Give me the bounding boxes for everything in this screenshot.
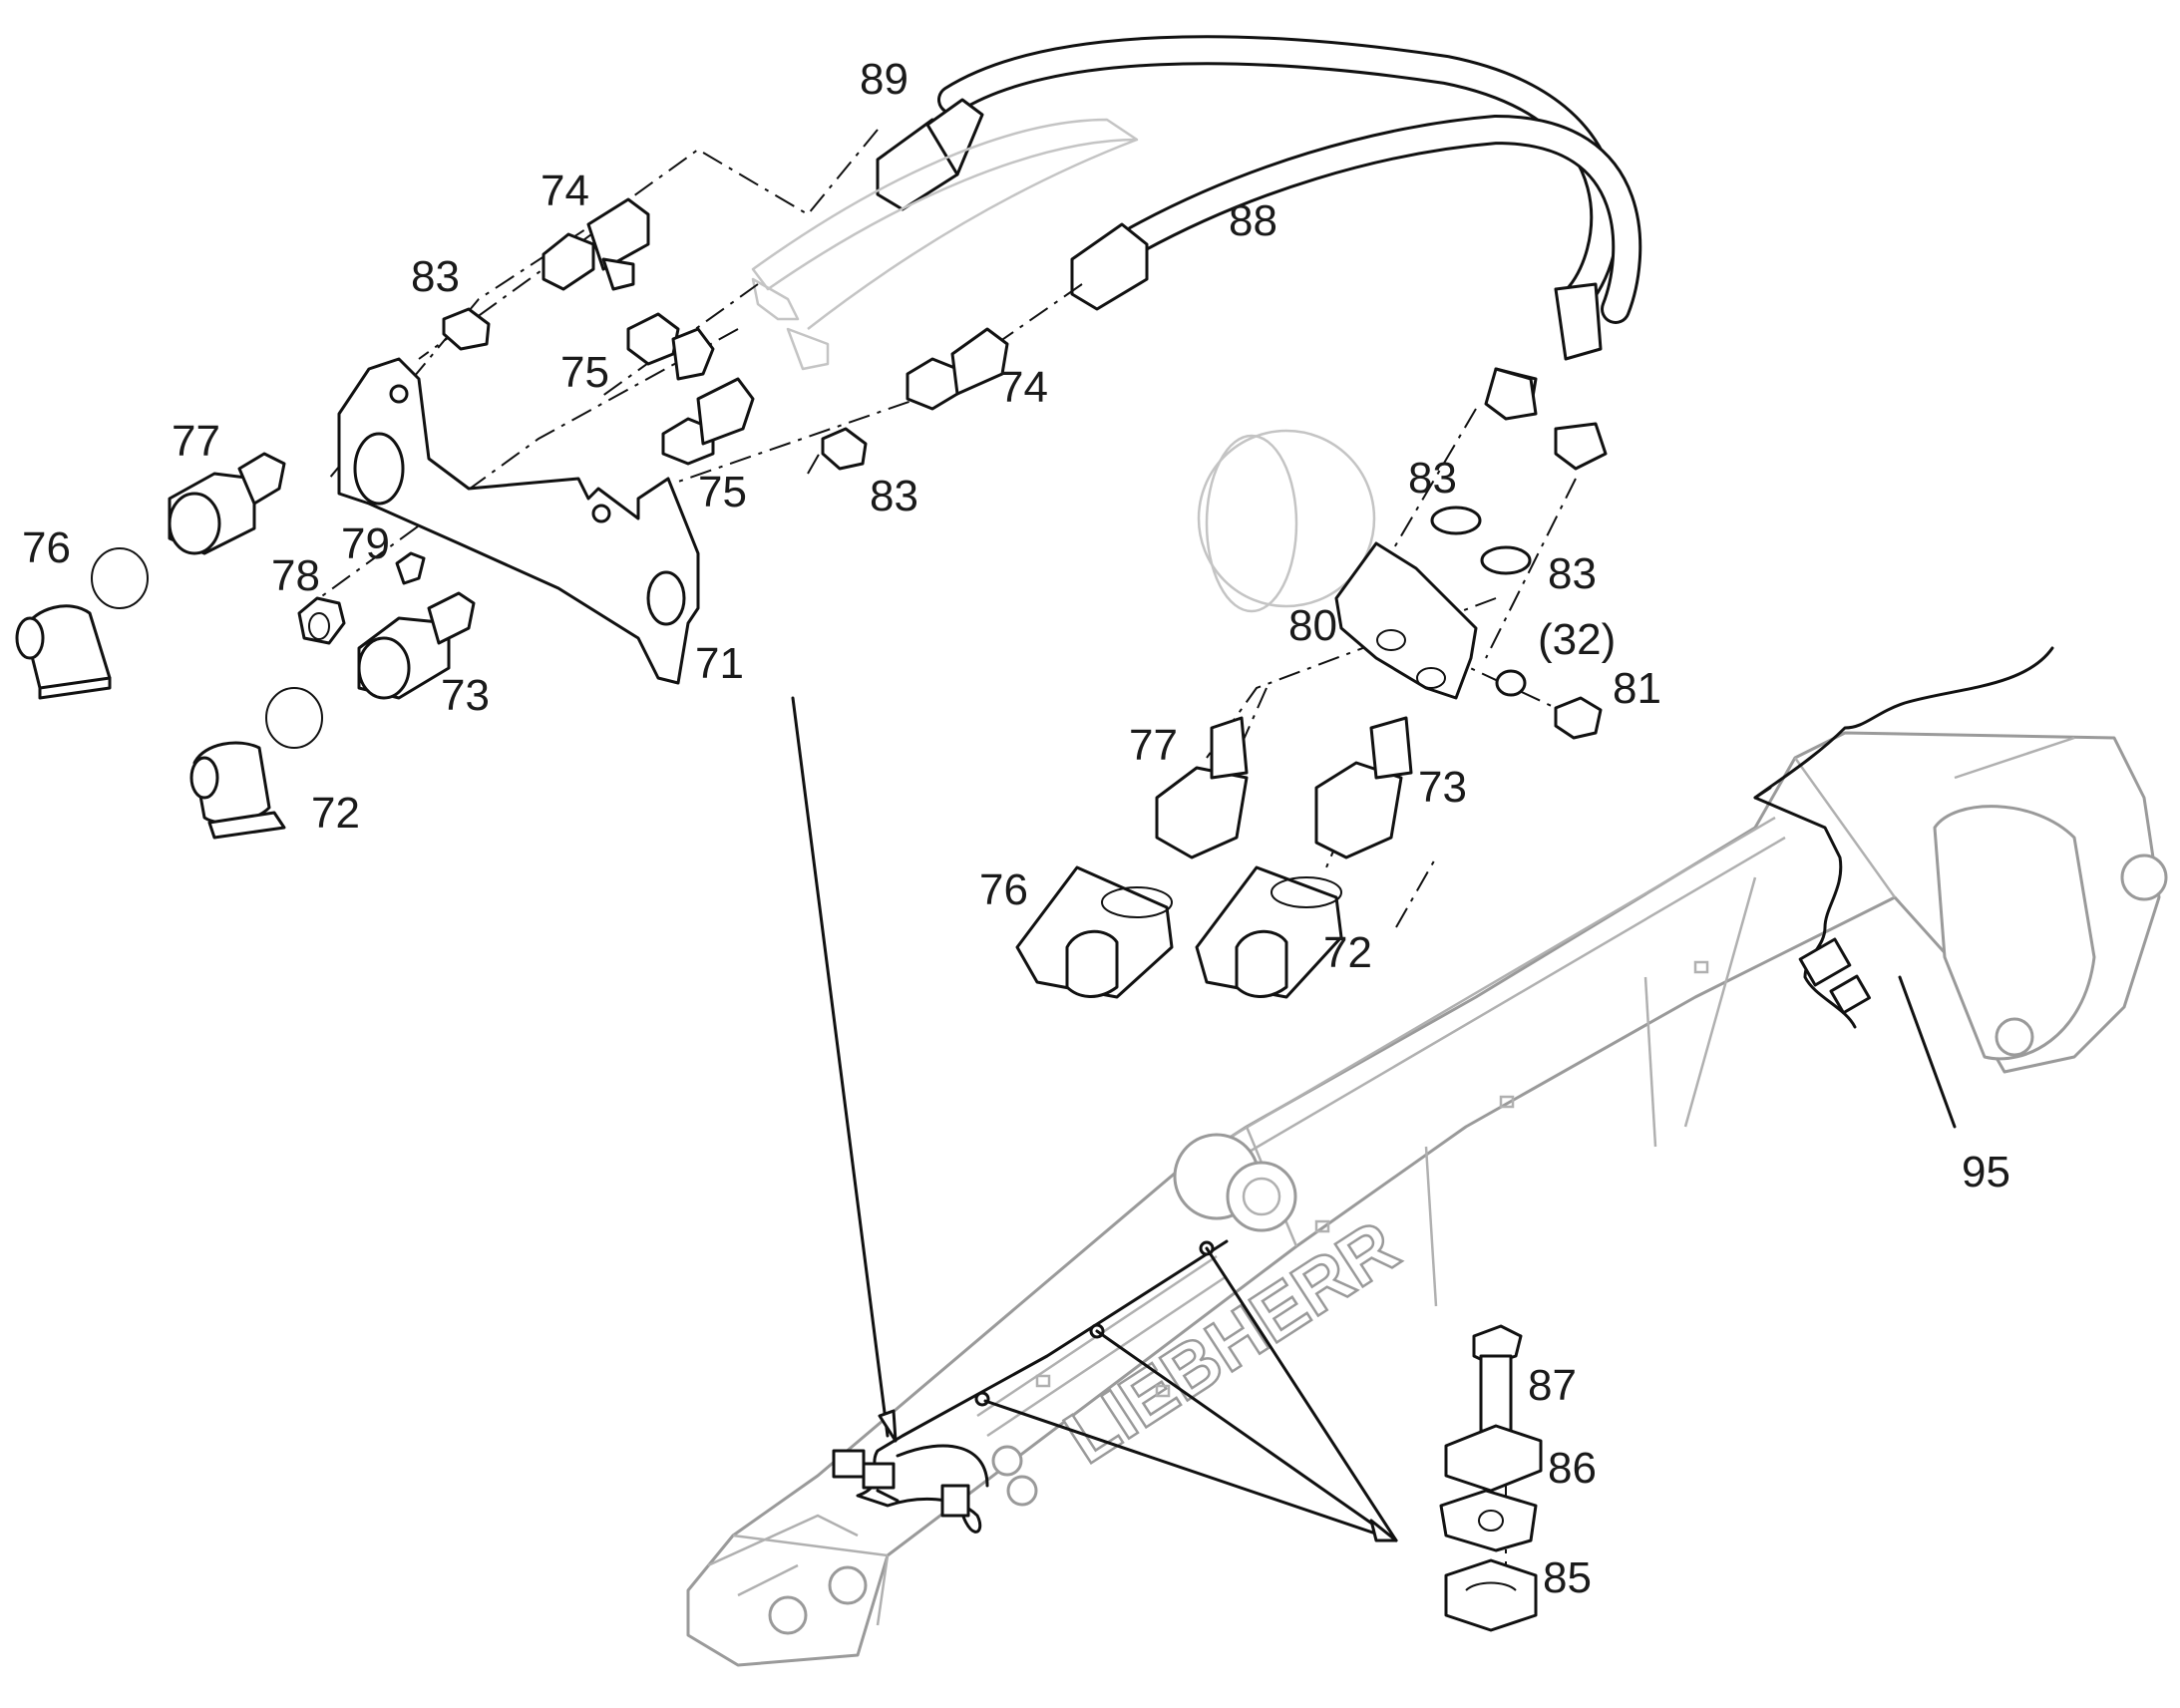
label-83: 83 [1408, 454, 1457, 503]
bolt-81 [1554, 696, 1603, 740]
label-74: 74 [541, 167, 589, 215]
clamp-half-85-lower [1444, 1558, 1538, 1632]
label-86: 86 [1548, 1444, 1597, 1493]
washer-83-a [442, 307, 491, 351]
label-78: 78 [271, 551, 320, 600]
label-76: 76 [22, 523, 71, 572]
label-88: 88 [1229, 196, 1277, 245]
tee-fitting-74-top [542, 197, 650, 291]
tee-fitting-74-right [906, 327, 1009, 411]
label-79: 79 [341, 519, 390, 568]
plate-80 [1334, 541, 1478, 700]
cap-76-left [15, 547, 149, 700]
cap-76-right [1015, 865, 1174, 999]
label-71: 71 [695, 639, 744, 688]
coupling-73-left [357, 591, 476, 700]
ghost-hoses [751, 118, 1376, 613]
part-labels: 89 74 88 83 75 74 77 75 83 83 76 79 78 8… [22, 55, 2010, 1602]
label-83: 83 [411, 252, 460, 301]
label-76: 76 [979, 865, 1028, 914]
washer-83-c [1430, 506, 1482, 535]
clamp-plate-86 [1444, 1424, 1543, 1493]
label-89: 89 [860, 55, 908, 104]
fitting-79 [395, 551, 426, 585]
label-72: 72 [311, 789, 360, 838]
hose-88 [1070, 114, 1642, 471]
label-74: 74 [999, 363, 1048, 412]
label-81: 81 [1613, 664, 1661, 713]
bolt-87 [1472, 1324, 1523, 1433]
coupling-77-left [168, 452, 286, 555]
bracket-71 [337, 357, 700, 685]
label-73: 73 [1418, 763, 1467, 812]
label-87: 87 [1528, 1361, 1577, 1410]
clamp-pointer-lines [983, 1246, 1398, 1542]
nut-78 [297, 596, 346, 645]
label-83: 83 [1548, 549, 1597, 598]
leader-95 [1898, 975, 1957, 1129]
assembly-lines [318, 129, 1577, 1575]
label-83: 83 [870, 472, 918, 520]
label-75: 75 [698, 468, 747, 516]
coupling-73-right [1314, 716, 1413, 859]
label-85: 85 [1543, 1553, 1592, 1602]
label-80: 80 [1288, 601, 1337, 650]
label-73: 73 [441, 671, 490, 720]
coupling-77-right [1155, 716, 1249, 859]
label-32: (32) [1538, 615, 1616, 664]
assembly-pointer-arrow [791, 696, 898, 1443]
tee-fitting-75-upper [626, 312, 715, 381]
clamp-half-85-upper [1439, 1489, 1538, 1552]
label-72: 72 [1323, 928, 1372, 977]
hose-89 [876, 35, 1621, 314]
label-95: 95 [1962, 1148, 2010, 1196]
washer-83-b [821, 427, 868, 471]
label-77: 77 [1129, 721, 1178, 770]
washer-83-d [1480, 545, 1532, 575]
tee-fitting-75-lower [661, 377, 755, 466]
washer-32 [1495, 669, 1527, 697]
cap-72-right [1195, 865, 1343, 999]
cap-72-left [189, 687, 323, 840]
label-75: 75 [560, 348, 609, 397]
label-77: 77 [172, 417, 220, 466]
